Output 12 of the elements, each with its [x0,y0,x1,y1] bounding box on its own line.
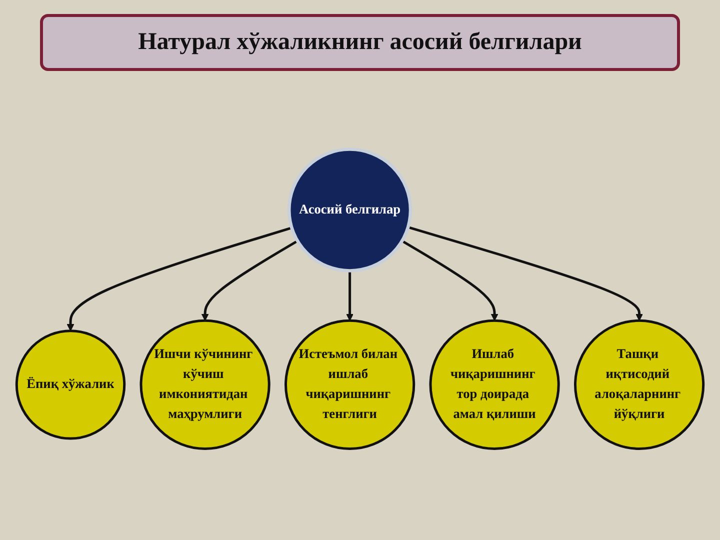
arrow [408,226,643,321]
arrow [201,240,298,321]
arrow [401,240,498,321]
arrow [346,270,354,321]
node-circle: Ишчи кўчининг кўчиш имкониятидан маҳрумлиги [140,319,270,450]
arrow [66,226,292,332]
title-banner: Натурал хўжаликнинг асосий белгилари [40,14,680,71]
node-circle: Ташқи иқтисодий алоқаларнинг йўқлиги [574,319,705,450]
node-circle: Ишлаб чиқаришнинг тор доирада амал қилиши [429,319,560,450]
node-circle: Истеъмол билан ишлаб чиқаришнинг тенглиги [284,319,416,450]
node-circle: Ёпиқ хўжалик [15,330,126,440]
node-circle: Асосий белгилар [287,148,412,272]
